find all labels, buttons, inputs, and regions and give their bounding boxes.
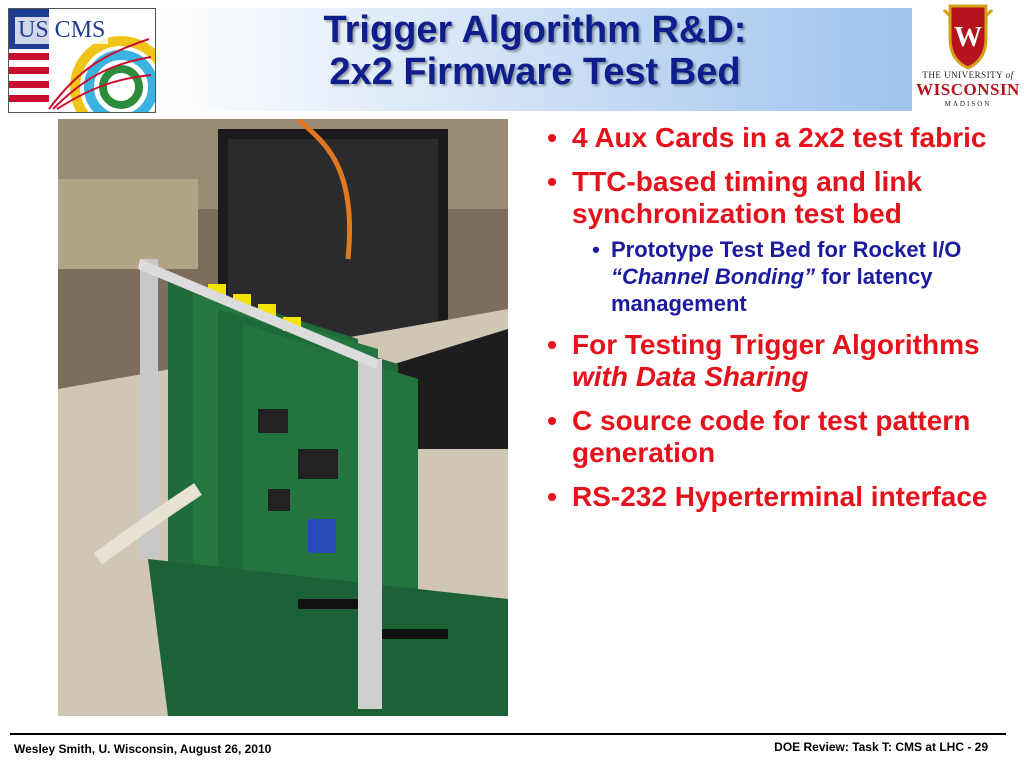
uw-crest-icon: W bbox=[942, 4, 994, 70]
bullet-list: • 4 Aux Cards in a 2x2 test fabric • TTC… bbox=[538, 122, 1008, 525]
bullet-icon: • bbox=[547, 166, 557, 197]
bullet-item: • RS-232 Hyperterminal interface bbox=[538, 481, 1008, 513]
bullet-text: RS-232 Hyperterminal interface bbox=[572, 481, 988, 512]
title-line-1: Trigger Algorithm R&D: bbox=[323, 9, 747, 51]
bullet-icon: • bbox=[547, 405, 557, 436]
bullet-text: C source code for test pattern generatio… bbox=[572, 405, 971, 468]
bullet-text: 4 Aux Cards in a 2x2 test fabric bbox=[572, 122, 987, 153]
footer-right: DOE Review: Task T: CMS at LHC - 29 bbox=[774, 740, 988, 754]
uscms-logo-text: US CMS bbox=[15, 17, 109, 44]
slide-title: Trigger Algorithm R&D: 2x2 Firmware Test… bbox=[158, 9, 912, 93]
title-band bbox=[158, 8, 912, 111]
test-bed-photo-illustration bbox=[58, 119, 508, 716]
uw-line-2: WISCONSIN bbox=[916, 80, 1020, 99]
bullet-item: • TTC-based timing and link synchronizat… bbox=[538, 166, 1008, 230]
bullet-item: • C source code for test pattern generat… bbox=[538, 405, 1008, 469]
bullet-item: • For Testing Trigger Algorithms with Da… bbox=[538, 329, 1008, 393]
sub-bullet-text-italic: “Channel Bonding” bbox=[611, 264, 816, 289]
bullet-text-before: For Testing Trigger Algorithms bbox=[572, 329, 980, 360]
sub-bullet-item: • Prototype Test Bed for Rocket I/O “Cha… bbox=[538, 236, 1008, 317]
bullet-icon: • bbox=[547, 481, 557, 512]
title-line-2: 2x2 Firmware Test Bed bbox=[329, 51, 741, 93]
sub-bullet-text-before: Prototype Test Bed for Rocket I/O bbox=[611, 237, 962, 262]
bullet-item: • 4 Aux Cards in a 2x2 test fabric bbox=[538, 122, 1008, 154]
bullet-icon: • bbox=[547, 122, 557, 153]
uscms-logo: US CMS bbox=[8, 8, 156, 113]
footer-rule bbox=[10, 733, 1006, 735]
bullet-text-italic: with Data Sharing bbox=[572, 361, 809, 392]
sub-bullet-text-after: for latency management bbox=[611, 264, 933, 316]
bullet-icon: • bbox=[592, 237, 600, 262]
svg-text:W: W bbox=[954, 22, 982, 53]
uw-line-1: THE UNIVERSITY of bbox=[922, 70, 1014, 80]
uw-logo: W THE UNIVERSITY of WISCONSIN MADISON bbox=[914, 2, 1022, 110]
uw-line-3: MADISON bbox=[944, 100, 992, 108]
test-bed-photo bbox=[58, 119, 508, 716]
bullet-text: TTC-based timing and link synchronizatio… bbox=[572, 166, 923, 229]
bullet-icon: • bbox=[547, 329, 557, 360]
footer-left: Wesley Smith, U. Wisconsin, August 26, 2… bbox=[14, 742, 272, 756]
